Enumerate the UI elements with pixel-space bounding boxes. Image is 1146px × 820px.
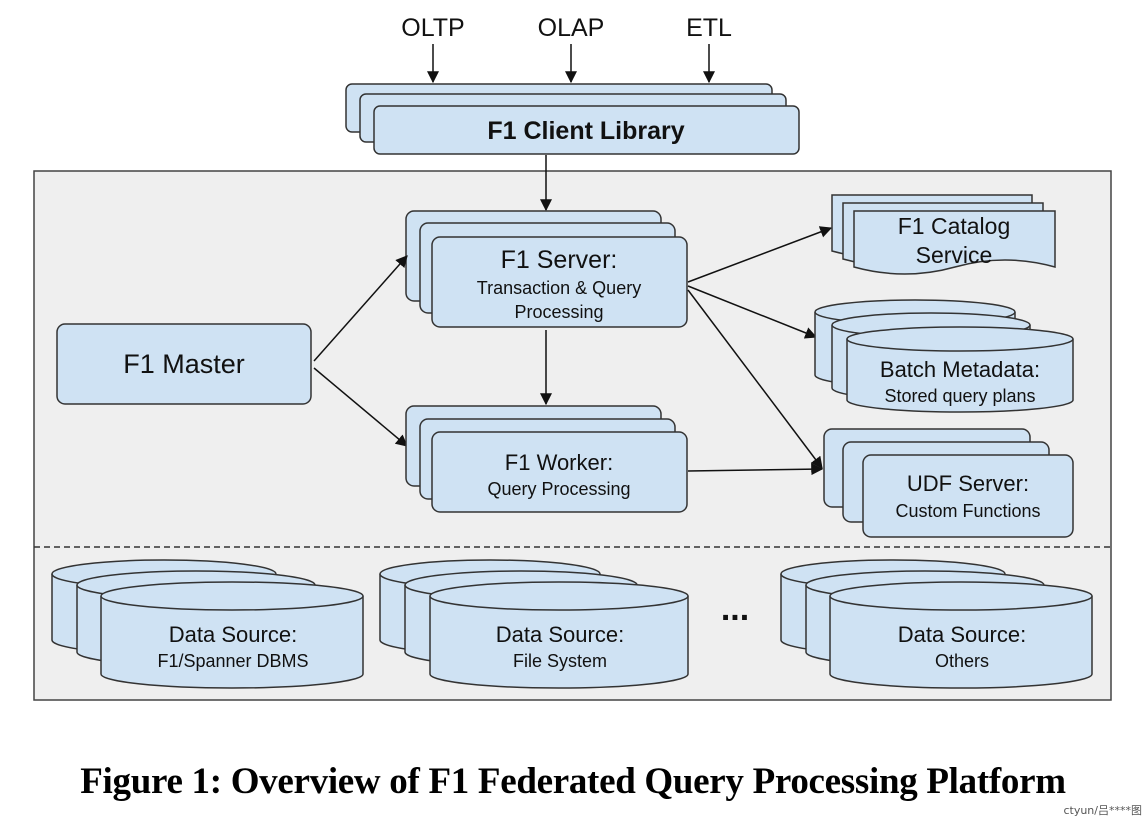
catalog-stack: F1 Catalog Service bbox=[831, 194, 1056, 275]
server-title: F1 Server: bbox=[501, 246, 618, 274]
batch-title: Batch Metadata: bbox=[880, 357, 1040, 382]
batch-metadata-stack: Batch Metadata: Stored query plans bbox=[814, 299, 1074, 413]
figure-caption: Figure 1: Overview of F1 Federated Query… bbox=[80, 761, 1066, 802]
worker-subtitle: Query Processing bbox=[487, 479, 630, 499]
architecture-diagram: OLTP OLAP ETL F1 Client Library F1 Serve… bbox=[33, 14, 1112, 701]
arrow-master-to-server bbox=[313, 255, 408, 362]
arrow-master-to-worker bbox=[313, 367, 408, 447]
client-library-stack: F1 Client Library bbox=[345, 83, 800, 155]
server-line2: Processing bbox=[514, 302, 603, 322]
server-stack: F1 Server: Transaction & Query Processin… bbox=[405, 210, 688, 328]
data-source-spanner-title: Data Source: bbox=[169, 622, 297, 647]
worker-title: F1 Worker: bbox=[505, 450, 613, 475]
master-label: F1 Master bbox=[123, 349, 245, 379]
data-source-spanner-subtitle: F1/Spanner DBMS bbox=[157, 651, 308, 671]
ellipsis: ... bbox=[721, 590, 749, 628]
udf-subtitle: Custom Functions bbox=[895, 501, 1040, 521]
catalog-line2: Service bbox=[916, 242, 993, 268]
arrow-server-to-udf bbox=[687, 289, 823, 469]
udf-stack: UDF Server: Custom Functions bbox=[823, 428, 1074, 538]
worker-stack: F1 Worker: Query Processing bbox=[405, 405, 688, 513]
batch-subtitle: Stored query plans bbox=[884, 386, 1035, 406]
master-box: F1 Master bbox=[56, 323, 312, 405]
input-etl-label: ETL bbox=[686, 14, 732, 42]
input-olap-label: OLAP bbox=[538, 14, 605, 42]
data-source-others-subtitle: Others bbox=[935, 651, 989, 671]
arrow-worker-to-udf bbox=[687, 463, 824, 476]
data-source-file-system: Data Source: File System bbox=[379, 559, 689, 689]
input-oltp-label: OLTP bbox=[401, 14, 464, 42]
arrow-server-to-catalog bbox=[687, 226, 833, 283]
catalog-line1: F1 Catalog bbox=[898, 213, 1011, 239]
client-library-label: F1 Client Library bbox=[487, 117, 684, 145]
data-source-spanner: Data Source: F1/Spanner DBMS bbox=[51, 559, 364, 689]
data-source-file-system-subtitle: File System bbox=[513, 651, 607, 671]
server-line1: Transaction & Query bbox=[477, 278, 641, 298]
udf-title: UDF Server: bbox=[907, 471, 1029, 496]
data-source-others: Data Source: Others bbox=[780, 559, 1093, 689]
data-source-others-title: Data Source: bbox=[898, 622, 1026, 647]
watermark: ctyun/吕****图 bbox=[1063, 804, 1142, 817]
arrow-server-to-batch bbox=[687, 285, 818, 339]
data-source-file-system-title: Data Source: bbox=[496, 622, 624, 647]
